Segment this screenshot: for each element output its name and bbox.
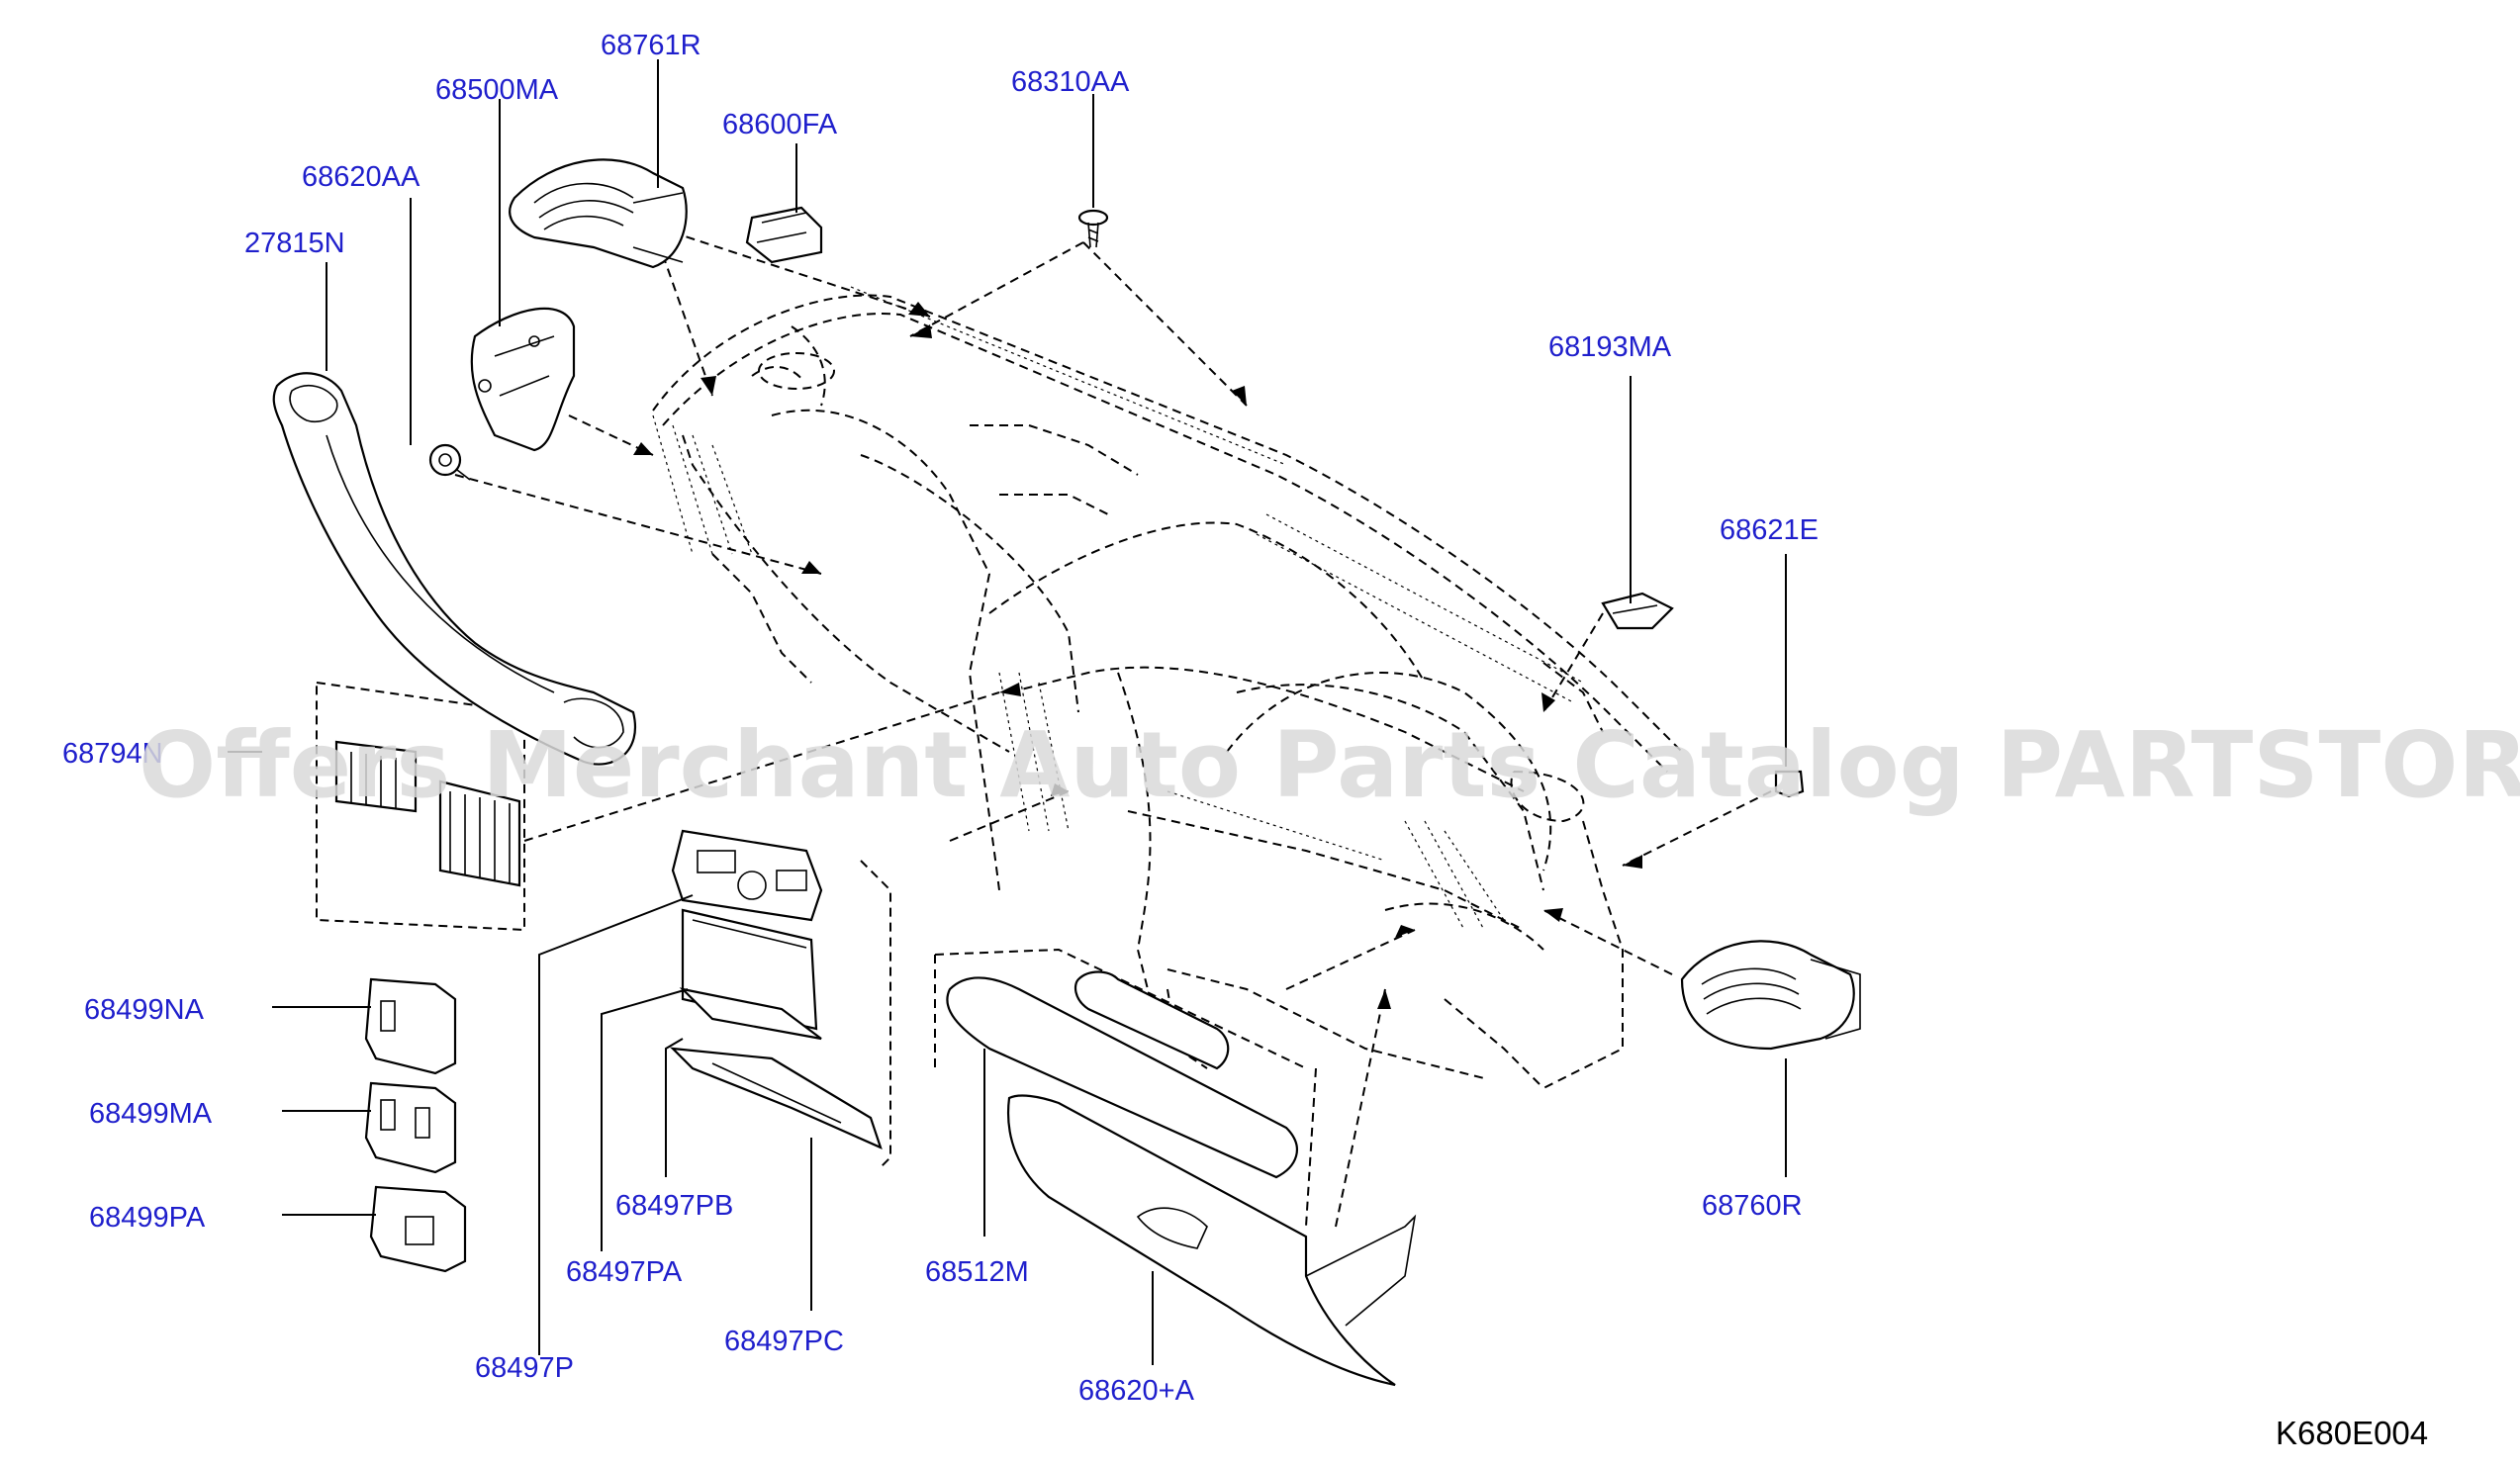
clip-68620aa: [428, 443, 471, 481]
label-68310aa: 68310AA: [1011, 66, 1130, 98]
switch-68499na: [364, 977, 457, 1075]
garnish-68512m: [946, 970, 1298, 1179]
panel-68497pb: [679, 987, 822, 1041]
label-68497pc: 68497PC: [724, 1326, 844, 1357]
label-27815n: 27815N: [244, 228, 345, 259]
label-68499ma: 68499MA: [89, 1098, 213, 1130]
label-68620aa: 68620AA: [302, 161, 420, 193]
arrowheads: [633, 302, 1642, 1009]
label-68499na: 68499NA: [84, 994, 205, 1026]
glove-box-68620a: [1007, 1094, 1417, 1387]
leader-lines: [228, 59, 1787, 1365]
bracket-68500ma: [470, 307, 576, 452]
diagram-reference-code: K680E004: [2276, 1415, 2428, 1451]
panel-68497p: [671, 829, 823, 922]
label-68497pa: 68497PA: [566, 1256, 683, 1288]
label-68497pb: 68497PB: [615, 1190, 733, 1222]
label-68500ma: 68500MA: [435, 74, 559, 106]
label-68621e: 68621E: [1720, 514, 1819, 546]
switch-68499ma: [364, 1081, 457, 1174]
label-68512m: 68512M: [925, 1256, 1029, 1288]
label-68761r: 68761R: [601, 30, 701, 61]
label-68499pa: 68499PA: [89, 1202, 206, 1234]
part-labels: 68761R 68500MA 68600FA 68310AA 68620AA 2…: [62, 30, 1819, 1407]
panel-68497pc: [670, 1047, 883, 1150]
grille-68794n: [334, 740, 521, 887]
label-68600fa: 68600FA: [722, 109, 838, 140]
watermark-text: Offers Merchant Auto Parts Catalog PARTS…: [139, 712, 2520, 818]
bracket-68193ma: [1601, 592, 1674, 630]
label-68620a: 68620+A: [1078, 1375, 1195, 1407]
label-68497p: 68497P: [475, 1352, 574, 1384]
duct-27815n: [272, 372, 636, 766]
switch-68600fa: [745, 206, 823, 264]
clip-68621e: [1774, 770, 1805, 798]
label-68760r: 68760R: [1702, 1190, 1803, 1222]
screw-68310aa: [1077, 209, 1109, 248]
side-vent-68761r: [509, 158, 688, 269]
side-vent-68760r: [1680, 940, 1861, 1051]
switch-68499pa: [369, 1185, 467, 1273]
label-68193ma: 68193MA: [1548, 331, 1672, 363]
label-68794n: 68794N: [62, 738, 163, 770]
